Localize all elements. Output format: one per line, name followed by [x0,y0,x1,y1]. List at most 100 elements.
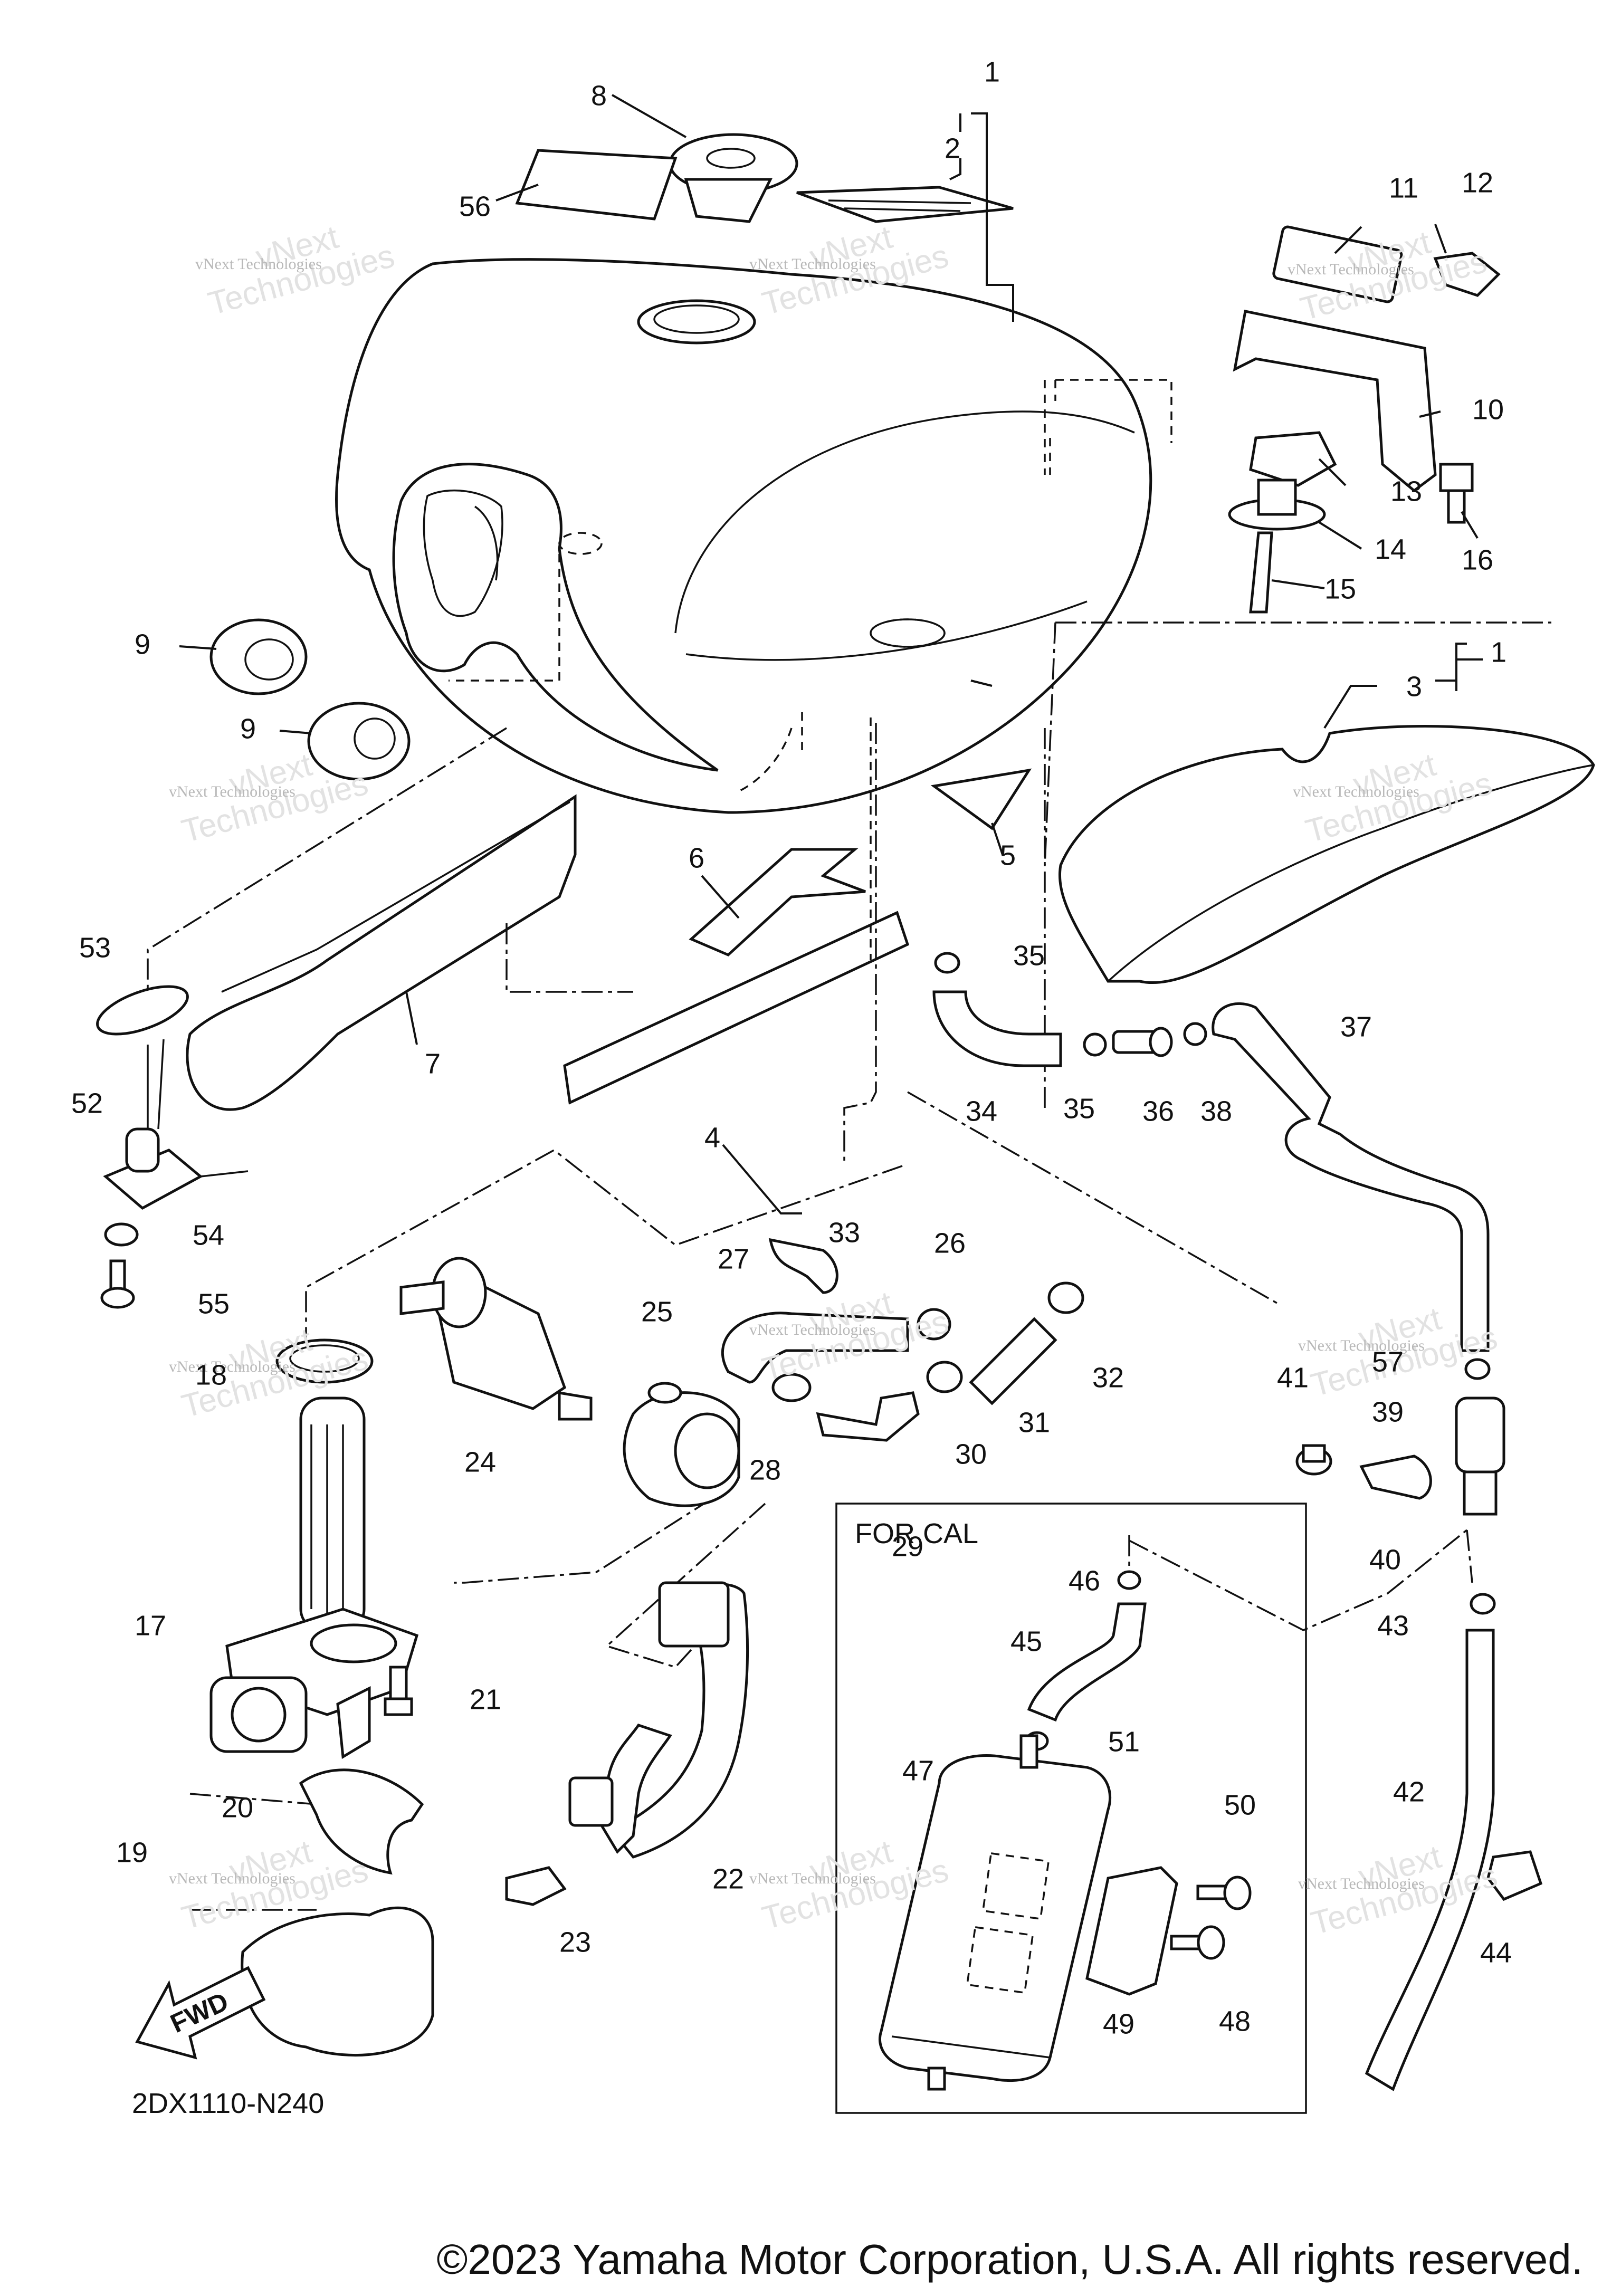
breather-hose-37 [1212,1002,1490,1352]
callout-37: 37 [1340,1011,1372,1042]
watermark-small: vNext Technologies [1293,783,1419,800]
washer-54 [104,1222,139,1247]
callout-20: 20 [222,1792,253,1823]
callout-10: 10 [1472,394,1504,425]
callout-11: 11 [1389,172,1418,204]
callout-16: 16 [1462,544,1493,576]
callout-49: 49 [1103,2008,1134,2040]
callout-36: 36 [1142,1095,1174,1127]
callout-5: 5 [1000,839,1016,871]
callout-3: 3 [1406,671,1422,702]
callout-47: 47 [902,1755,934,1786]
screw-21 [384,1666,413,1716]
callout-57: 57 [1372,1346,1404,1377]
callout-45: 45 [1010,1625,1042,1657]
hose-27 [721,1312,909,1384]
valve-39 [1455,1396,1505,1516]
watermark-small: vNext Technologies [749,255,876,273]
joint-29 [816,1391,920,1442]
copyright: ©2023 Yamaha Motor Corporation, U.S.A. A… [436,2236,1583,2283]
screw-55 [100,1259,135,1309]
callout-41: 41 [1277,1362,1309,1393]
callout-31: 31 [1018,1407,1050,1438]
for-cal-label: FOR CAL [855,1518,978,1549]
watermark-small: vNext Technologies [195,255,322,273]
watermark-small: vNext Technologies [169,783,295,800]
watermark-small: vNext Technologies [749,1870,876,1887]
joint-36 [1112,1027,1173,1057]
damper-11 [1272,225,1403,303]
tank-side-cover-3 [1059,725,1595,984]
grommet-13 [1249,431,1337,487]
callout-42: 42 [1393,1776,1425,1807]
callout-7: 7 [425,1048,441,1079]
callout-6: 6 [689,842,704,874]
hose-22 [610,1583,749,1859]
pad-6 [689,848,866,956]
callout-12: 12 [1462,167,1493,198]
callout-30: 30 [955,1438,987,1470]
clamp-28 [771,1373,812,1402]
callout-34: 34 [966,1095,997,1127]
warning-label-2 [796,186,1014,223]
callout-43: 43 [1377,1610,1409,1641]
callout-48: 48 [1219,2005,1251,2037]
diagram-code: 2DX1110-N240 [132,2088,324,2119]
hose-31 [969,1317,1057,1405]
callout-39: 39 [1372,1396,1404,1428]
callout-26: 26 [934,1227,966,1259]
callout-19: 19 [116,1836,148,1868]
watermark-small: vNext Technologies [1298,1875,1425,1892]
clip-43 [1470,1593,1496,1615]
fwd-arrow: FWD [135,1966,266,2060]
for-cal-box [835,1503,1307,2114]
callout-13: 13 [1390,475,1422,507]
callout-9: 9 [240,713,256,744]
callout-55: 55 [198,1288,230,1319]
clip-12 [1433,252,1501,297]
callout-46: 46 [1069,1565,1100,1596]
watermark-small: vNext Technologies [169,1358,295,1375]
callout-50: 50 [1224,1789,1256,1821]
watermark-small: vNext Technologies [1298,1337,1425,1354]
callout-22: 22 [712,1863,744,1895]
fuel-pump-25 [623,1382,740,1507]
strip-4 [563,911,910,1105]
clip-35-upper [934,952,960,974]
fuel-cap-8 [669,133,798,223]
callout-14: 14 [1375,533,1406,565]
callout-4: 4 [704,1122,720,1153]
canister-47 [878,1734,1112,2091]
callout-25: 25 [641,1296,673,1327]
clamp-30 [926,1361,963,1393]
clamp-33 [768,1238,838,1294]
cover-20 [299,1768,424,1875]
bolt-15 [1249,531,1273,614]
clamp-23 [505,1866,567,1906]
clamp-40 [1359,1455,1432,1500]
callout-54: 54 [193,1219,224,1251]
callout-9: 9 [135,628,150,660]
callout-40: 40 [1369,1544,1401,1575]
clip-38 [1183,1022,1207,1046]
fuel-filter-24 [399,1257,593,1421]
side-panel-7 [186,794,577,1111]
callout-35: 35 [1063,1093,1095,1124]
callout-33: 33 [828,1217,860,1248]
watermark-small: vNext Technologies [749,1321,876,1338]
callout-17: 17 [135,1610,166,1641]
callout-18: 18 [195,1359,227,1391]
gasket-53 [96,985,189,1036]
callout-53: 53 [79,932,111,963]
collar-14 [1228,479,1326,531]
callout-29: 29 [892,1530,923,1562]
bracket-49 [1085,1866,1178,1996]
label-56 [515,149,678,221]
callout-27: 27 [718,1243,749,1275]
callout-23: 23 [559,1926,591,1958]
hose-34 [932,990,1062,1067]
watermark-small: vNext Technologies [169,1870,295,1887]
fuel-tank [335,258,1172,814]
